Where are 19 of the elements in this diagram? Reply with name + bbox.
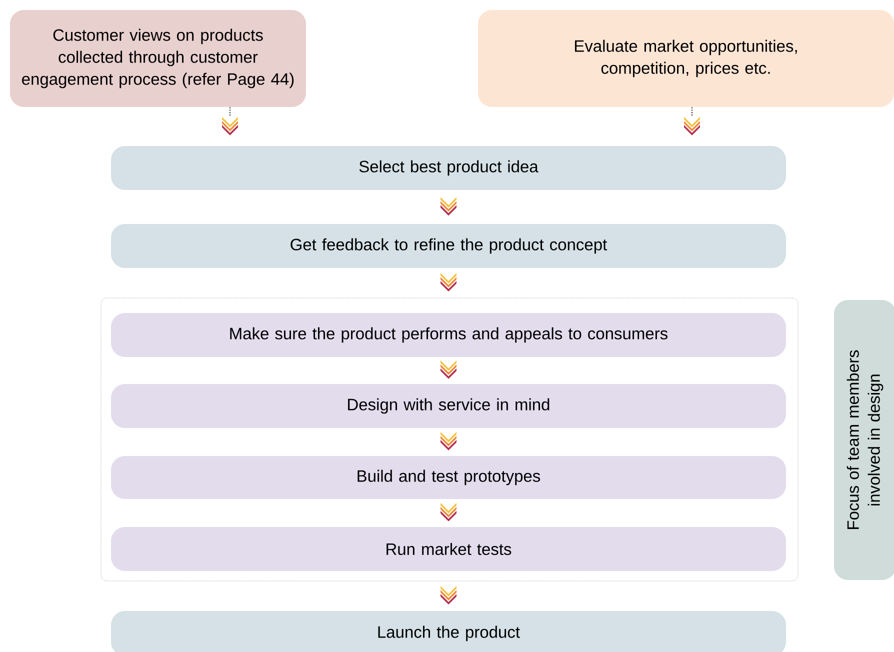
- process-box: Make sure the product performs and appeals to consumers: [111, 313, 786, 357]
- arrow: [440, 360, 456, 379]
- arrow: [222, 106, 238, 136]
- side-label-box: Focus of team members involved in design: [834, 300, 894, 580]
- process-box: Build and test prototypes: [111, 456, 786, 499]
- source-box: Evaluate market opportunities, competition, prices etc.: [478, 10, 894, 107]
- process-box: Get feedback to refine the product concept: [111, 224, 786, 268]
- process-box: Design with service in mind: [111, 384, 786, 428]
- arrow: [684, 106, 700, 136]
- arrow: [440, 586, 456, 604]
- arrow: [440, 197, 456, 216]
- arrow: [440, 502, 456, 522]
- process-box: Run market tests: [111, 527, 786, 571]
- arrow: [440, 272, 456, 292]
- process-box: Launch the product: [111, 611, 786, 652]
- group-frame: [100, 298, 798, 582]
- source-box: Customer views on products collected through customer engagement process (refer Page 44): [10, 10, 306, 107]
- arrow: [440, 432, 456, 450]
- process-box: Select best product idea: [111, 146, 786, 190]
